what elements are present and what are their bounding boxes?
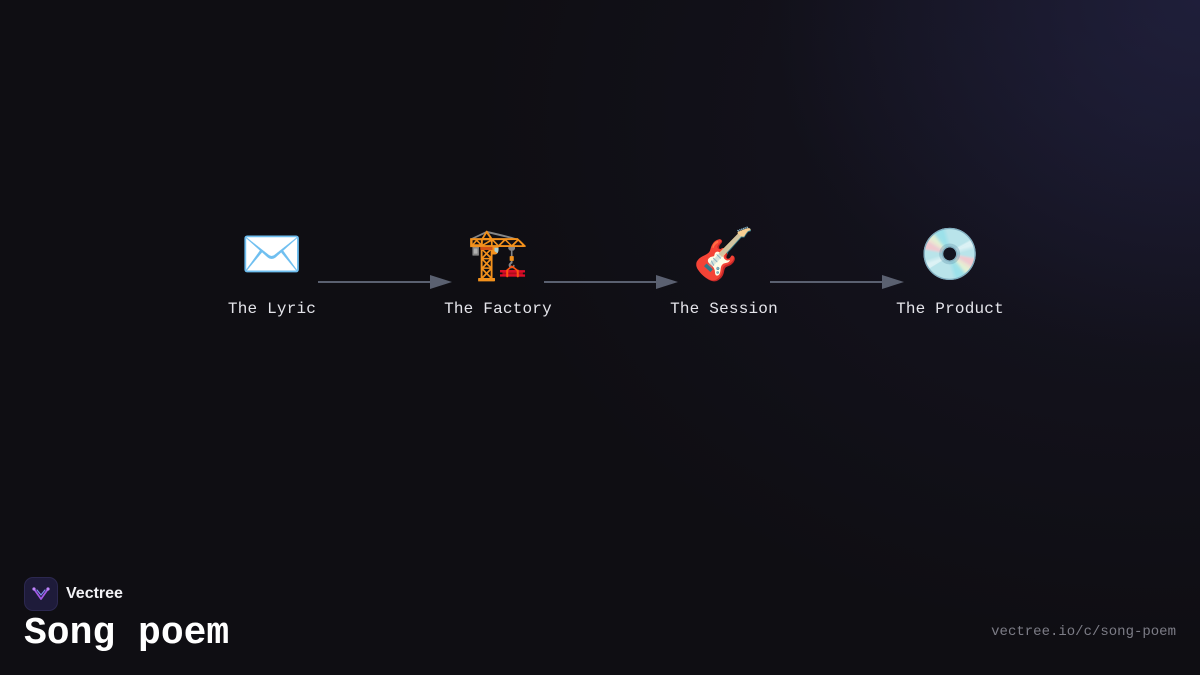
vectree-logo-icon (24, 577, 58, 611)
node-the-product: 💿 The Product (870, 224, 1030, 318)
arrowhead-icon (430, 275, 452, 289)
node-the-factory: 🏗️ The Factory (418, 224, 578, 318)
envelope-icon: ✉️ (240, 225, 304, 283)
arrowhead-icon (656, 275, 678, 289)
page-title: Song poem (24, 612, 230, 655)
node-label: The Session (670, 300, 778, 318)
node-the-lyric: ✉️ The Lyric (192, 224, 352, 318)
node-label: The Product (896, 300, 1004, 318)
node-label: The Lyric (227, 300, 317, 318)
construction-crane-icon: 🏗️ (466, 225, 530, 283)
flow-diagram: ✉️ The Lyric 🏗️ The Factory 🎸 The Sessio… (192, 224, 1030, 318)
node-the-session: 🎸 The Session (644, 224, 804, 318)
brand-name: Vectree (66, 585, 123, 602)
source-url: vectree.io/c/song-poem (991, 624, 1176, 640)
flow-arrows (318, 275, 904, 289)
arrow-0-to-1 (318, 275, 452, 289)
brand: Vectree (24, 577, 123, 611)
node-label: The Factory (444, 300, 552, 318)
arrowhead-icon (882, 275, 904, 289)
arrow-2-to-3 (770, 275, 904, 289)
guitar-icon: 🎸 (692, 225, 756, 283)
optical-disc-icon: 💿 (918, 225, 982, 283)
arrow-1-to-2 (544, 275, 678, 289)
